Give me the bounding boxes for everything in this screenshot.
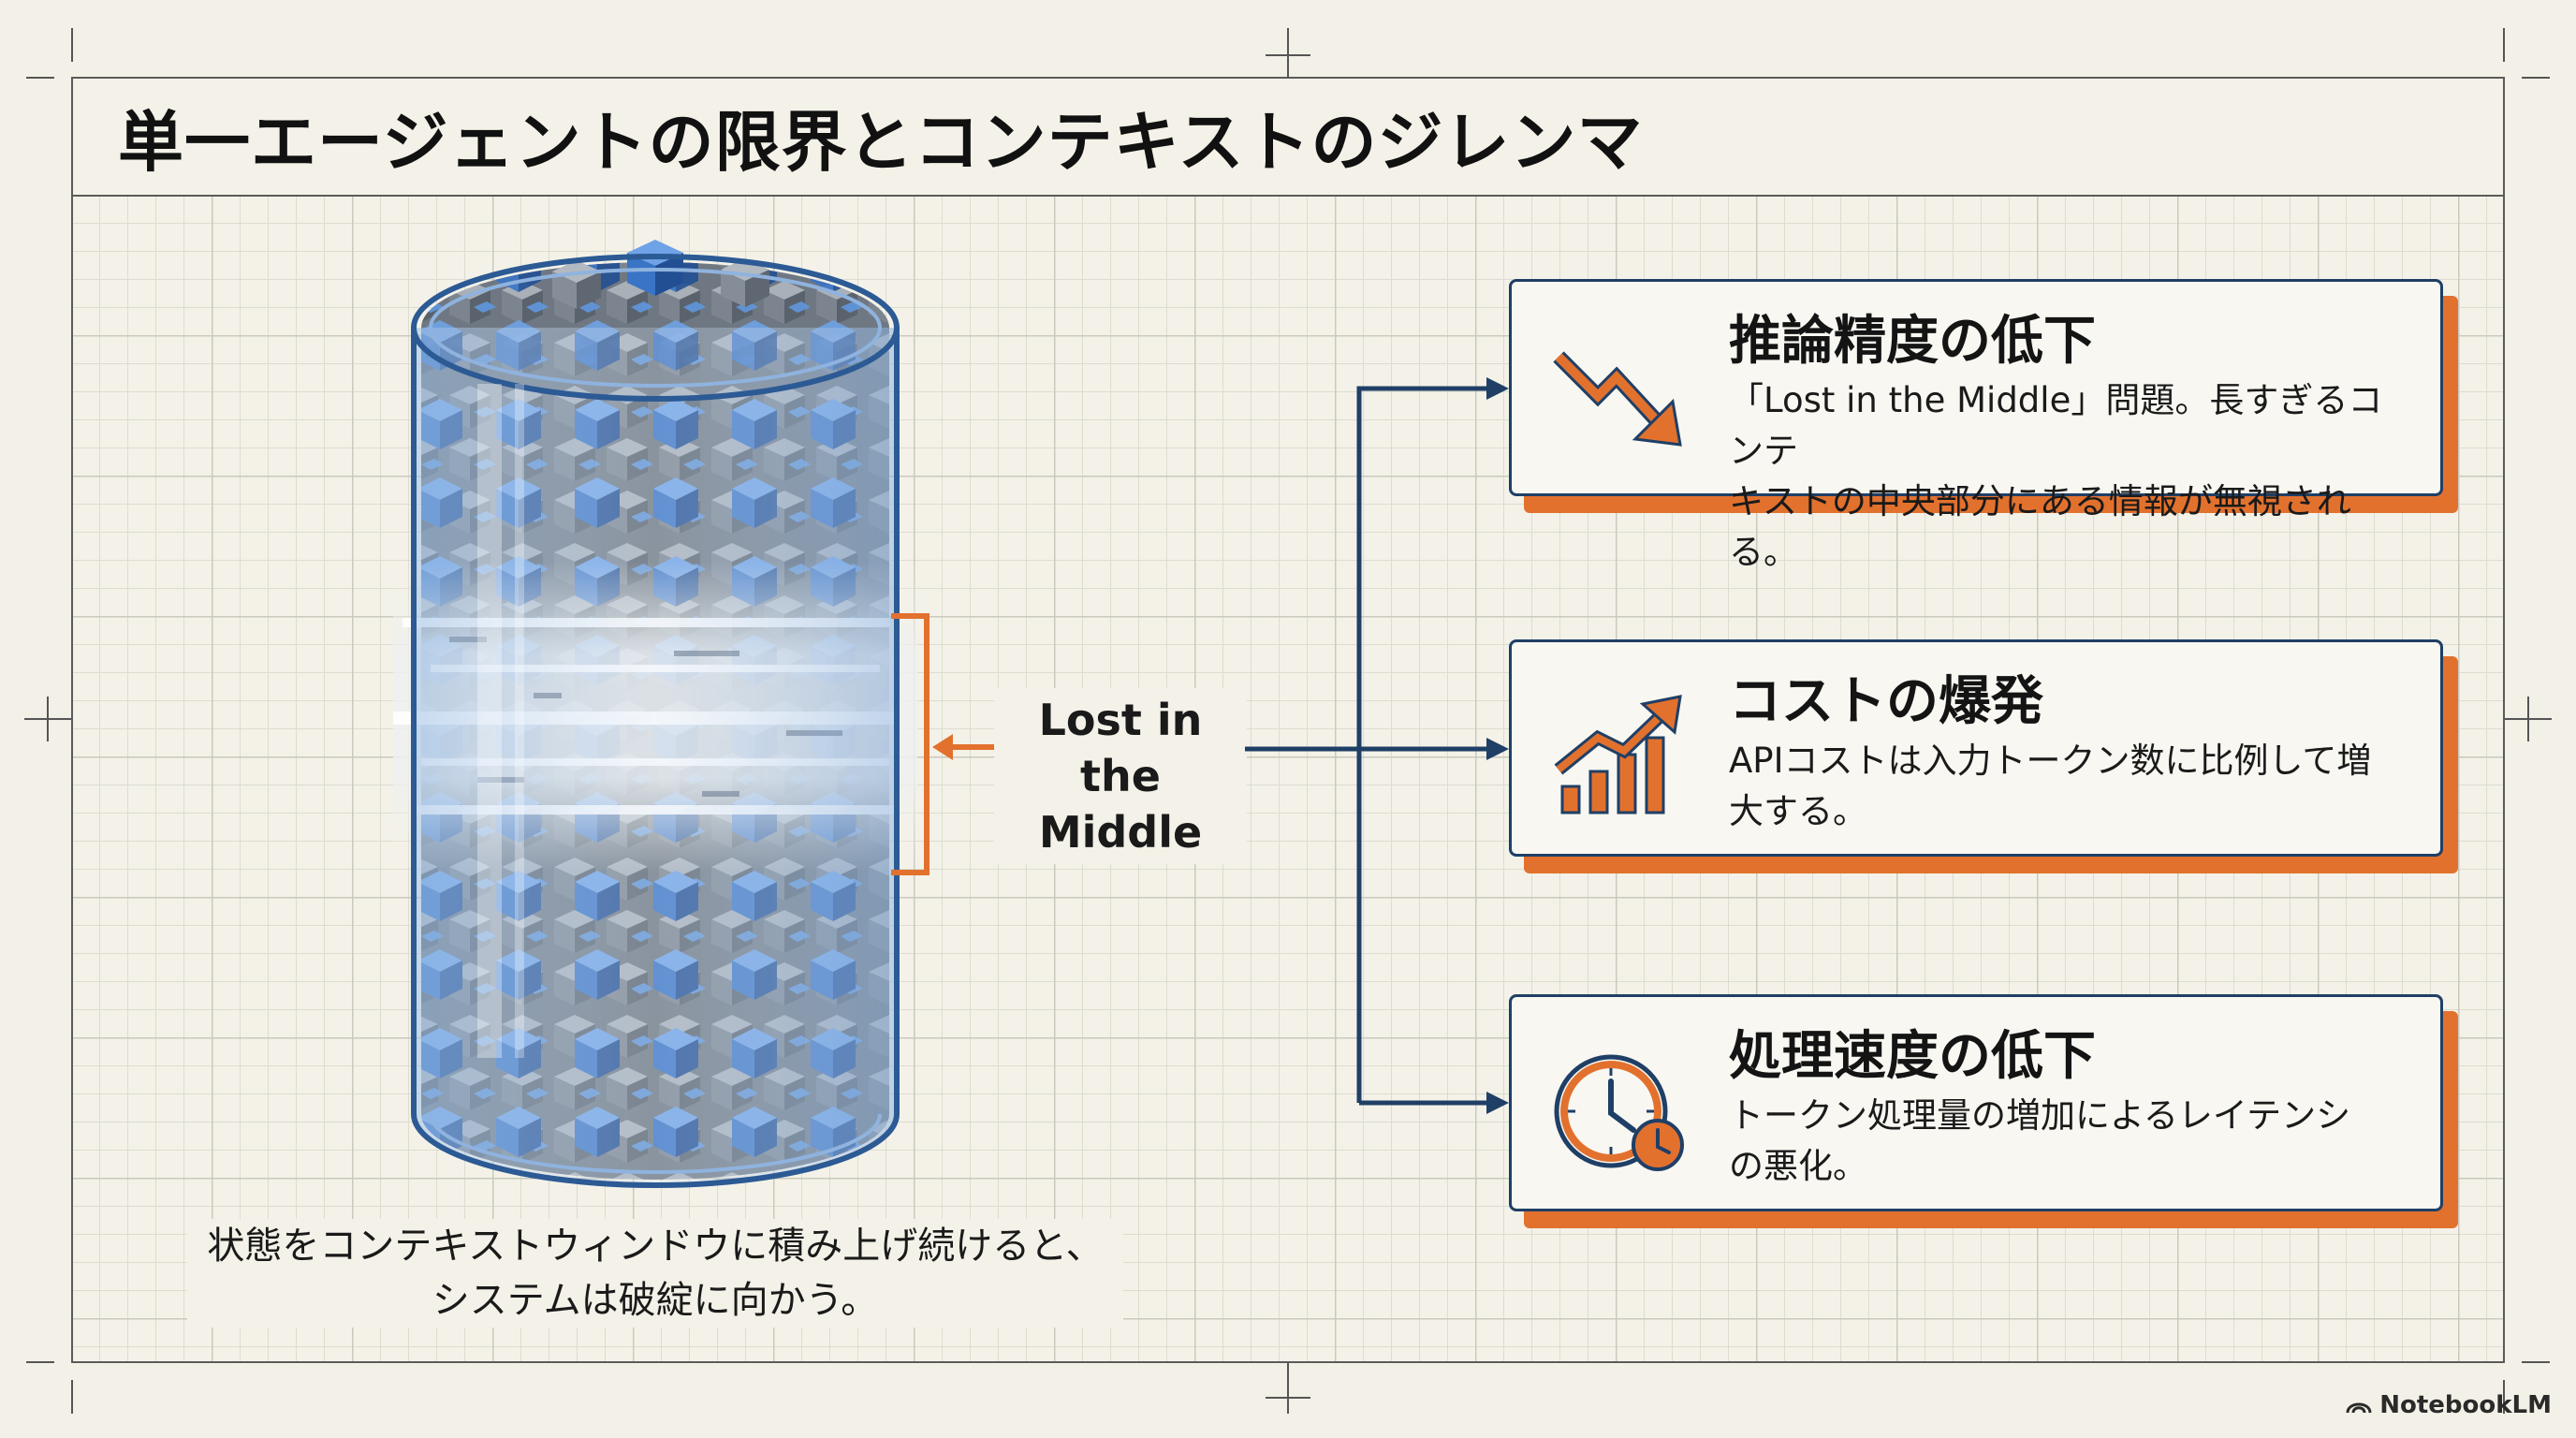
cylinder-caption: 状態をコンテキストウィンドウに積み上げ続けると、 システムは破綻に向かう。 — [187, 1219, 1123, 1328]
arrowhead-middle — [1486, 738, 1509, 760]
page-title: 単一エージェントの限界とコンテキストのジレンマ — [118, 103, 1644, 181]
caption-line1: 状態をコンテキストウィンドウに積み上げ続けると、 — [207, 1225, 1104, 1268]
card-heading: 推論精度の低下 — [1729, 311, 2096, 372]
lost-in-middle-label: Lost in the Middle — [994, 688, 1247, 864]
card-body: 「Lost in the Middle」問題。長すぎるコンテ キストの中央部分に… — [1729, 375, 2412, 578]
card-body-line1: APIコストは入力トークン数に比例して増 — [1729, 741, 2372, 781]
brand-name: NotebookLM — [2379, 1391, 2552, 1419]
card-heading: コストの爆発 — [1729, 671, 2043, 732]
middle-bracket — [891, 613, 994, 875]
corner-mark-bl-v — [71, 1380, 73, 1414]
card-body-line2: 大する。 — [1729, 791, 1867, 831]
corner-mark-tr — [2522, 77, 2550, 79]
downtrend-arrow-icon — [1553, 351, 1682, 447]
corner-mark-br-v — [2503, 1380, 2505, 1414]
context-cylinder — [393, 240, 917, 1188]
card-body: APIコストは入力トークン数に比例して増 大する。 — [1729, 736, 2412, 837]
card-cost-explosion: コストの爆発 APIコストは入力トークン数に比例して増 大する。 — [1509, 639, 2458, 873]
card-body-line2: キストの中央部分にある情報が無視される。 — [1729, 481, 2351, 572]
reg-mark-bottom-h — [1266, 1397, 1310, 1399]
card-face: 処理速度の低下 トークン処理量の増加によるレイテンシ の悪化。 — [1509, 994, 2443, 1211]
reg-mark-top-h — [1266, 54, 1310, 56]
title-container: 単一エージェントの限界とコンテキストのジレンマ — [118, 79, 1672, 195]
card-body: トークン処理量の増加によるレイテンシ の悪化。 — [1729, 1091, 2412, 1192]
top-cubes — [552, 240, 769, 309]
card-speed-drop: 処理速度の低下 トークン処理量の増加によるレイテンシ の悪化。 — [1509, 994, 2458, 1228]
rising-bar-chart-icon — [1554, 695, 1682, 814]
arrowhead-bottom — [1486, 1092, 1509, 1114]
card-accuracy-drop: 推論精度の低下 「Lost in the Middle」問題。長すぎるコンテ キ… — [1509, 279, 2458, 572]
corner-mark-tl-v — [71, 28, 73, 62]
corner-mark-tr-v — [2503, 28, 2505, 62]
glass-shell — [411, 328, 900, 1188]
lost-label-line2: Middle — [1038, 807, 1203, 858]
card-face: 推論精度の低下 「Lost in the Middle」問題。長すぎるコンテ キ… — [1509, 279, 2443, 572]
corner-mark-bl — [26, 1361, 54, 1363]
card-body-line1: トークン処理量の増加によるレイテンシ — [1729, 1095, 2351, 1136]
title-band: 単一エージェントの限界とコンテキストのジレンマ — [73, 79, 2503, 197]
brand-mark: NotebookLM — [2346, 1391, 2552, 1419]
reg-mark-bottom — [1287, 1363, 1289, 1414]
lost-label-line1: Lost in the — [1038, 695, 1203, 801]
card-body-line2: の悪化。 — [1729, 1146, 1867, 1186]
reg-mark-top — [1287, 28, 1289, 79]
card-heading: 処理速度の低下 — [1729, 1026, 2096, 1087]
card-face: コストの爆発 APIコストは入力トークン数に比例して増 大する。 — [1509, 639, 2443, 857]
corner-mark-br — [2522, 1361, 2550, 1363]
clock-icon — [1554, 1054, 1684, 1171]
card-body-line1: 「Lost in the Middle」問題。長すぎるコンテ — [1729, 380, 2383, 471]
reg-mark-left-v — [47, 697, 49, 741]
connector-lines — [1245, 377, 1509, 1114]
caption-line2: システムは破綻に向かう。 — [432, 1279, 879, 1322]
notebooklm-logo-icon — [2346, 1402, 2372, 1414]
bracket-arrowhead — [932, 734, 953, 760]
reg-mark-right-v — [2527, 697, 2529, 741]
corner-mark-tl — [26, 77, 54, 79]
arrowhead-top — [1486, 377, 1509, 400]
